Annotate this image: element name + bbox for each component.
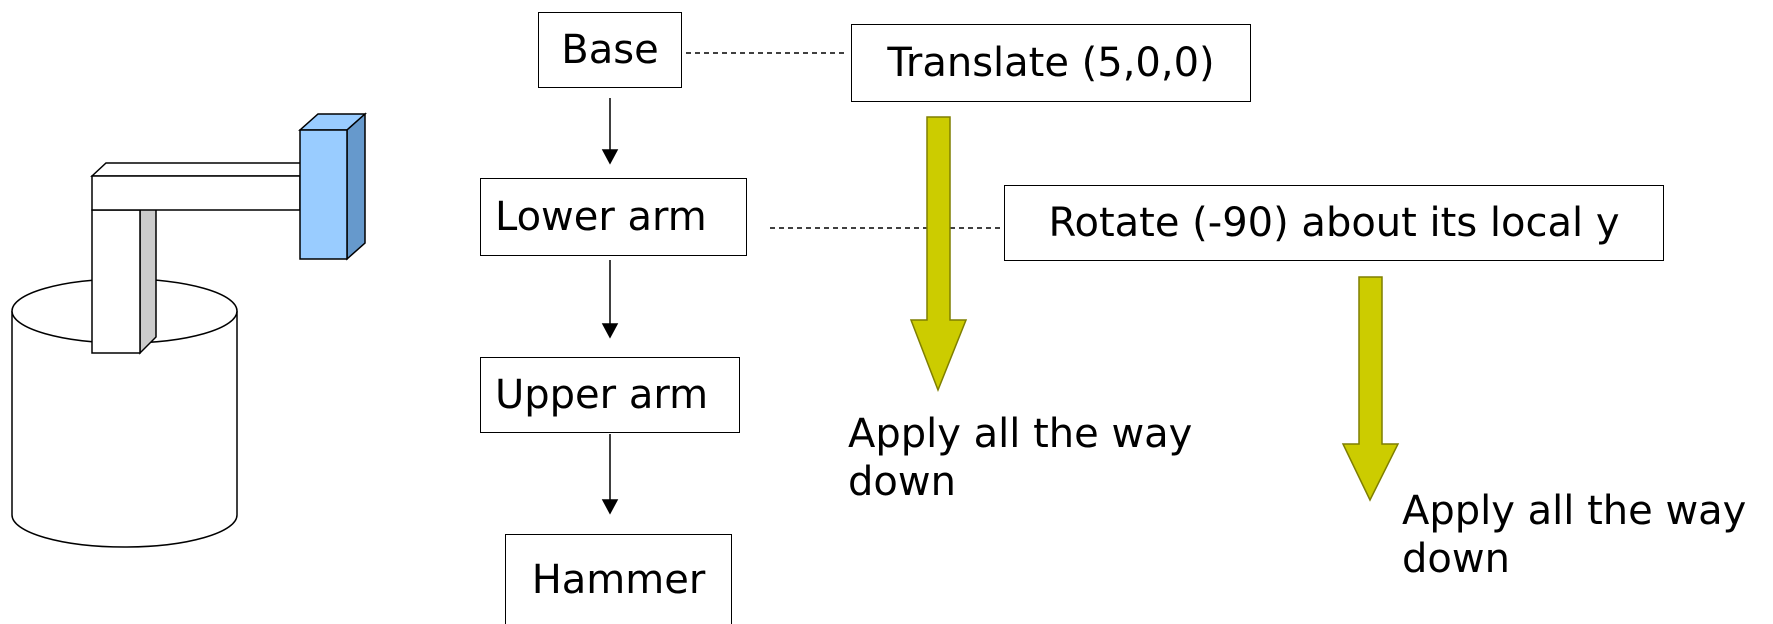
node-upper-arm: Upper arm (480, 357, 740, 433)
apply-note-1-line2: down (848, 459, 956, 505)
transform-rotate-label: Rotate (-90) about its local y (1048, 200, 1620, 246)
apply-note-2-line2: down (1402, 536, 1510, 582)
node-hammer: Hammer (505, 534, 732, 624)
transform-rotate-box: Rotate (-90) about its local y (1004, 185, 1664, 261)
apply-down-arrow-1 (909, 116, 968, 393)
apply-note-1-line1: Apply all the way (848, 411, 1193, 457)
scene-canvas (11, 52, 1400, 548)
node-upper-arm-label: Upper arm (495, 372, 709, 418)
robot-upper-arm (90, 162, 312, 211)
transform-translate-box: Translate (5,0,0) (851, 24, 1251, 102)
robot-lower-arm (91, 193, 157, 355)
robot-hammer-head (298, 112, 367, 261)
robot-arm-illustration (11, 112, 367, 548)
dashed-connectors (686, 52, 1004, 229)
arrow-lower-arm-to-upper-arm (601, 260, 619, 339)
node-lower-arm-label: Lower arm (495, 194, 707, 240)
hierarchy-arrows (601, 98, 619, 515)
apply-down-arrow-2 (1341, 276, 1400, 502)
apply-note-1: Apply all the way down (848, 410, 1192, 506)
node-base-label: Base (561, 27, 659, 73)
yellow-arrows (909, 116, 1400, 502)
node-base: Base (538, 12, 682, 88)
transform-translate-label: Translate (5,0,0) (887, 40, 1215, 86)
node-hammer-label: Hammer (531, 556, 706, 603)
arrow-upper-arm-to-hammer (601, 434, 619, 515)
arrow-base-to-lower-arm (601, 98, 619, 165)
apply-note-2: Apply all the way down (1402, 487, 1746, 583)
apply-note-2-line1: Apply all the way (1402, 488, 1747, 534)
node-lower-arm: Lower arm (480, 178, 747, 256)
